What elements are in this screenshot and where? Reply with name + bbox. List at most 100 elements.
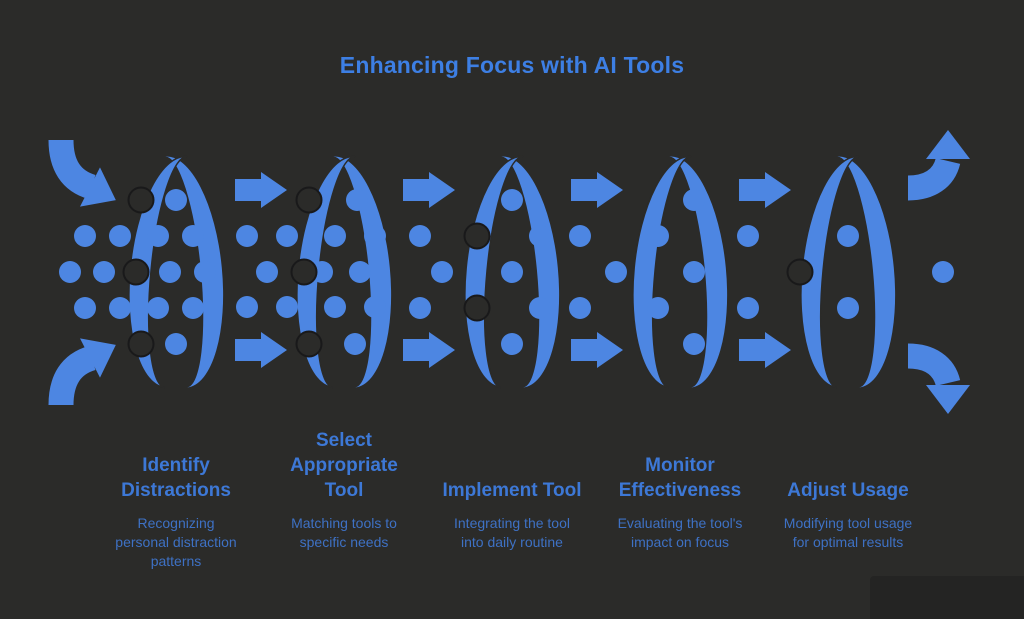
outflow-arrow-bottom [907,343,970,414]
inflow-arrow-top-head [80,167,116,207]
flow-dot [276,225,298,247]
flow-dot [165,189,187,211]
inflow-arrow-bottom-head [80,338,116,378]
flow-dot [311,261,333,283]
flow-dot [182,297,204,319]
flow-dot [147,297,169,319]
flow-dot [529,297,551,319]
flow-dot [194,261,216,283]
flow-arrow-top-2 [403,172,455,208]
flow-dot [501,189,523,211]
bubble-outline [786,258,814,286]
step-description: Recognizing personal distraction pattern… [115,515,237,569]
step-column-3: Implement Tool Integrating the tool into… [428,425,596,571]
flow-dot [165,333,187,355]
flow-dot [569,225,591,247]
flow-dot [737,297,759,319]
flow-arrow-bottom-4 [739,332,791,368]
flow-dot [74,297,96,319]
outflow-arrow-bottom-shaft [907,343,961,387]
flow-arrow-top-3 [571,172,623,208]
flow-dot [93,261,115,283]
bubble-outline [295,330,323,358]
step-description: Evaluating the tool's impact on focus [617,515,743,550]
flow-dot [529,225,551,247]
flow-dot [364,225,386,247]
flow-dot [147,225,169,247]
step-description: Modifying tool usage for optimal results [783,515,913,550]
outflow-arrow-bottom-head [926,385,970,414]
flow-dot [605,261,627,283]
step-title: Monitor Effectiveness [618,455,742,501]
bubble-outline [295,186,323,214]
flow-arrow-bottom-3 [571,332,623,368]
flow-dot [569,297,591,319]
flow-dot [344,333,366,355]
bubble-outline [463,222,491,250]
flow-dot [256,261,278,283]
flow-dot [647,225,669,247]
flow-dot [647,297,669,319]
flow-dot [409,297,431,319]
ring-arc-right [332,156,392,388]
flow-dot [324,225,346,247]
steps-row: Identify Distractions Recognizing person… [92,425,932,571]
flow-dot [837,297,859,319]
step-title: Select Appropriate Tool [290,430,398,501]
flow-dot [74,225,96,247]
inflow-arrow-top-shaft [48,139,97,200]
flow-dot [501,261,523,283]
flow-dot [236,296,258,318]
flow-dot [683,189,705,211]
flow-dot [159,261,181,283]
step-column-5: Adjust Usage Modifying tool usage for op… [764,425,932,571]
inflow-arrow-bottom-shaft [48,345,97,406]
ring-arc-right [836,156,896,388]
step-title: Implement Tool [442,480,582,501]
bubble-outline [290,258,318,286]
bubble-outline [127,330,155,358]
bubble-outline [122,258,150,286]
ring-arc-right [500,156,560,388]
flow-dot [276,296,298,318]
bubble-outline [463,294,491,322]
step-column-4: Monitor Effectiveness Evaluating the too… [596,425,764,571]
watermark-block [870,576,1024,619]
flow-arrow-bottom-1 [235,332,287,368]
flow-dot [349,261,371,283]
ring-arc-right [164,156,224,388]
step-column-1: Identify Distractions Recognizing person… [92,425,260,571]
flow-arrow-bottom-2 [403,332,455,368]
flow-dot [737,225,759,247]
flow-dot [837,225,859,247]
ring-arc-left [632,155,692,389]
step-description: Integrating the tool into daily routine [454,515,570,550]
page-title: Enhancing Focus with AI Tools [339,52,685,78]
outflow-arrow-top [907,130,970,201]
ring-4 [632,155,728,389]
flow-dot [324,296,346,318]
ring-arc-right [668,156,728,388]
flow-dot [59,261,81,283]
flow-dot [501,333,523,355]
flow-dot [109,297,131,319]
inflow-arrow-top [48,139,116,207]
flow-dot [932,261,954,283]
bubble-outline [127,186,155,214]
inflow-arrow-bottom [48,338,116,406]
flow-dot [236,225,258,247]
step-title: Adjust Usage [787,480,909,501]
flow-dot [182,225,204,247]
flow-arrow-top-4 [739,172,791,208]
flow-dot [409,225,431,247]
step-title: Identify Distractions [121,455,231,501]
flow-dot [364,296,386,318]
outflow-arrow-top-head [926,130,970,159]
outflow-arrow-top-shaft [907,157,961,201]
step-description: Matching tools to specific needs [291,515,397,550]
flow-arrow-top-1 [235,172,287,208]
flow-dot [683,261,705,283]
flow-dot [109,225,131,247]
